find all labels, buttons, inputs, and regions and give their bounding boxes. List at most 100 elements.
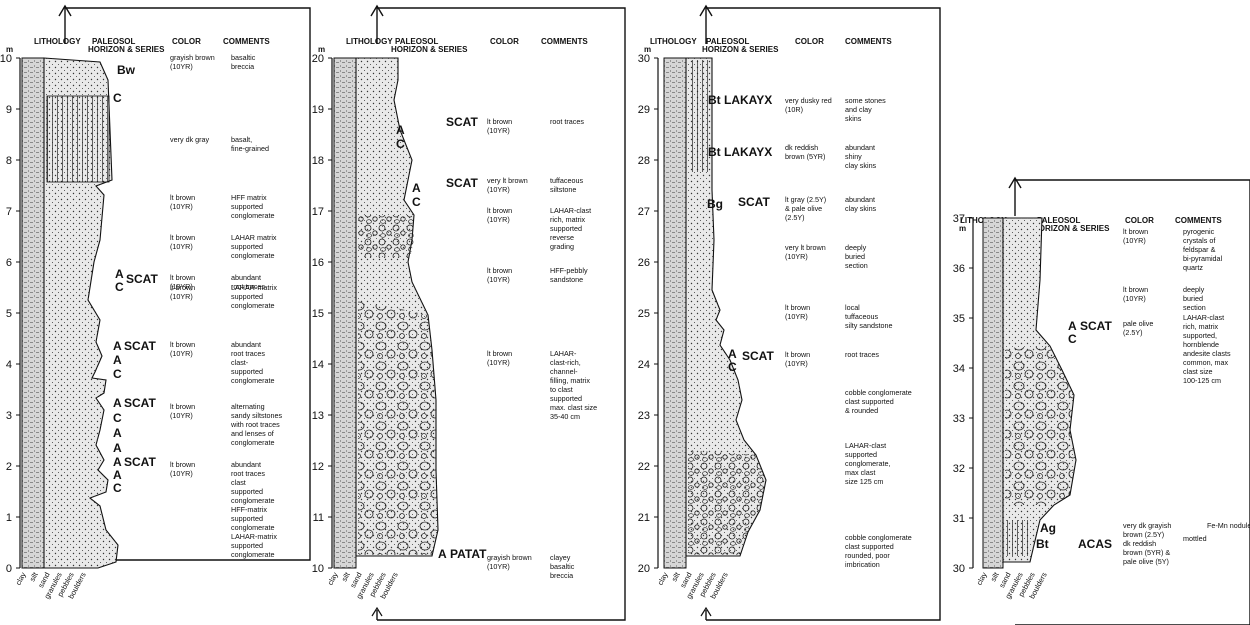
comment-entry: siltstone bbox=[550, 185, 576, 194]
grain-size-label: clay bbox=[326, 570, 340, 586]
depth-tick-label: 17 bbox=[312, 206, 324, 218]
color-entry: (10YR) bbox=[170, 282, 193, 291]
comment-entry: feldspar & bbox=[1183, 245, 1216, 254]
horizon-label: SCAT bbox=[126, 272, 158, 286]
horizon-label: Bw bbox=[117, 63, 136, 77]
color-entry: lt brown bbox=[170, 193, 195, 202]
lithology-header: LITHOLOGY bbox=[650, 37, 697, 46]
comments-header: COMMENTS bbox=[223, 37, 270, 46]
comment-entry: LAHAR-matrix bbox=[231, 532, 277, 541]
comment-entry: breccia bbox=[231, 62, 254, 71]
section-frame bbox=[1015, 179, 1250, 625]
horizon-label: SCAT bbox=[446, 115, 478, 129]
comment-entry: clast size bbox=[1183, 367, 1213, 376]
comment-entry: abundant bbox=[845, 143, 875, 152]
comment-entry: supported bbox=[231, 202, 263, 211]
depth-tick-label: 3 bbox=[6, 410, 12, 422]
comment-entry: buried bbox=[1183, 294, 1203, 303]
conglomerate-layer bbox=[358, 215, 414, 258]
depth-tick-label: 9 bbox=[6, 104, 12, 116]
comment-entry: conglomerate bbox=[231, 496, 275, 505]
comment-entry: basaltic bbox=[231, 53, 256, 62]
color-entry: (10YR) bbox=[1123, 236, 1146, 245]
comment-entry: basaltic bbox=[550, 562, 575, 571]
horizon-label: SCAT bbox=[1080, 319, 1112, 333]
comment-entry: fine-grained bbox=[231, 144, 269, 153]
comment-entry: root traces bbox=[845, 350, 879, 359]
color-entry: dk reddish bbox=[785, 143, 818, 152]
horizon-label: Ag bbox=[1040, 521, 1056, 535]
color-entry: (10R) bbox=[785, 105, 803, 114]
comment-entry: sandy siltstones bbox=[231, 411, 283, 420]
color-entry: (10YR) bbox=[170, 411, 193, 420]
paleosol-mottled-layer bbox=[1006, 520, 1030, 556]
comments-header: COMMENTS bbox=[845, 37, 892, 46]
comment-entry: hornblende bbox=[1183, 340, 1219, 349]
comment-entry: clast-rich, bbox=[550, 358, 581, 367]
cobble-conglomerate-layer bbox=[688, 450, 766, 555]
comment-entry: rich, matrix bbox=[550, 215, 586, 224]
comment-entry: pyrogenic bbox=[1183, 227, 1215, 236]
color-entry: lt gray (2.5Y) bbox=[785, 195, 826, 204]
comment-entry: tuffaceous bbox=[845, 312, 878, 321]
depth-tick-label: 25 bbox=[638, 308, 650, 320]
depth-tick-label: 29 bbox=[638, 104, 650, 116]
comment-entry: LAHAR-clast bbox=[550, 206, 591, 215]
comment-entry: root traces bbox=[550, 117, 584, 126]
depth-tick-label: 33 bbox=[953, 413, 965, 425]
color-entry: (10YR) bbox=[487, 185, 510, 194]
depth-tick-label: 10 bbox=[312, 563, 324, 575]
depth-tick-label: 21 bbox=[638, 512, 650, 524]
depth-tick-label: 26 bbox=[638, 257, 650, 269]
color-entry: (10YR) bbox=[785, 359, 808, 368]
color-entry: brown (5YR) bbox=[785, 152, 825, 161]
depth-tick-label: 4 bbox=[6, 359, 12, 371]
comments-header: COMMENTS bbox=[541, 37, 588, 46]
grain-size-label: clay bbox=[656, 570, 670, 586]
comment-entry: conglomerate bbox=[231, 376, 275, 385]
color-entry: (10YR) bbox=[785, 312, 808, 321]
horizon-label: Bg bbox=[707, 197, 723, 211]
comment-entry: rounded, poor bbox=[845, 551, 890, 560]
color-entry: lt brown bbox=[170, 233, 195, 242]
depth-tick-label: 30 bbox=[953, 563, 965, 575]
color-entry: brown (5YR) & bbox=[1123, 548, 1170, 557]
color-entry: lt brown bbox=[170, 460, 195, 469]
comment-entry: root traces bbox=[231, 469, 265, 478]
comment-entry: cobble conglomerate bbox=[845, 388, 912, 397]
comment-entry: common, max bbox=[1183, 358, 1229, 367]
horizon-label: A bbox=[113, 353, 122, 367]
comment-entry: supported bbox=[550, 224, 582, 233]
lithology-column bbox=[21, 57, 45, 569]
horizon-label: Bt LAKAYX bbox=[708, 93, 772, 107]
color-entry: (10YR) bbox=[1123, 294, 1146, 303]
horizon-label: A bbox=[113, 396, 122, 410]
comment-entry: conglomerate bbox=[231, 523, 275, 532]
horizon-label: C bbox=[115, 280, 124, 294]
color-entry: (2.5Y) bbox=[785, 213, 805, 222]
lithology-header: LITHOLOGY bbox=[346, 37, 393, 46]
comment-entry: supported bbox=[231, 541, 263, 550]
comment-entry: alternating bbox=[231, 402, 265, 411]
depth-tick-label: 34 bbox=[953, 363, 965, 375]
color-entry: (10YR) bbox=[170, 292, 193, 301]
depth-tick-label: 31 bbox=[953, 513, 965, 525]
depth-tick-label: 19 bbox=[312, 104, 324, 116]
horizon-label: Bt bbox=[1036, 537, 1049, 551]
depth-tick-label: 32 bbox=[953, 463, 965, 475]
depth-tick-label: 14 bbox=[312, 359, 324, 371]
horizon-label: ACAS bbox=[1078, 537, 1112, 551]
depth-tick-label: 24 bbox=[638, 359, 650, 371]
color-entry: lt brown bbox=[487, 117, 512, 126]
color-entry: (10YR) bbox=[487, 358, 510, 367]
lithology-column bbox=[663, 57, 687, 569]
color-entry: pale olive bbox=[1123, 319, 1153, 328]
color-entry: very lt brown bbox=[487, 176, 528, 185]
color-entry: (10YR) bbox=[170, 202, 193, 211]
comment-entry: clast supported bbox=[845, 542, 894, 551]
comment-entry: abundant bbox=[231, 340, 261, 349]
comment-entry: clay skins bbox=[845, 161, 877, 170]
comment-entry: 35-40 cm bbox=[550, 412, 580, 421]
